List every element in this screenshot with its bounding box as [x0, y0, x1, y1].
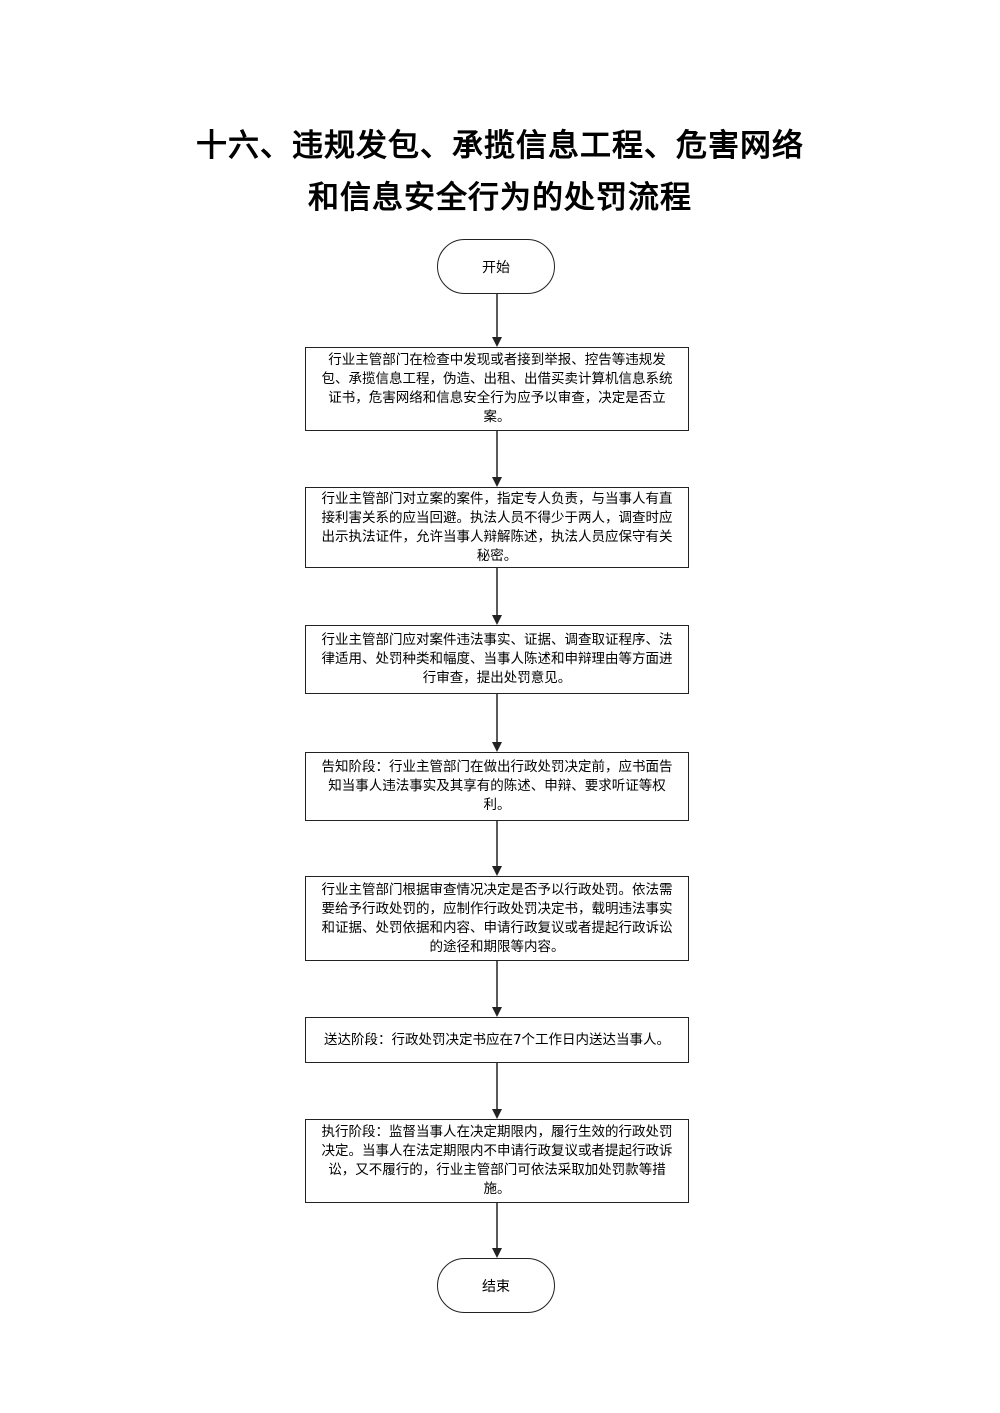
end-node: 结束 [437, 1258, 555, 1313]
process-step-3: 行业主管部门应对案件违法事实、证据、调查取证程序、法律适用、处罚种类和幅度、当事… [305, 625, 689, 694]
process-step-6: 送达阶段：行政处罚决定书应在7个工作日内送达当事人。 [305, 1017, 689, 1063]
page-title-line-2: 和信息安全行为的处罚流程 [308, 180, 692, 216]
process-step-7: 执行阶段：监督当事人在决定期限内，履行生效的行政处罚决定。当事人在法定期限内不申… [305, 1119, 689, 1203]
process-step-5: 行业主管部门根据审查情况决定是否予以行政处罚。依法需要给予行政处罚的，应制作行政… [305, 876, 689, 961]
process-step-5-text: 行业主管部门根据审查情况决定是否予以行政处罚。依法需要给予行政处罚的，应制作行政… [321, 881, 673, 955]
page-title-line-1: 十六、违规发包、承揽信息工程、危害网络 [196, 128, 804, 164]
process-step-2: 行业主管部门对立案的案件，指定专人负责，与当事人有直接利害关系的应当回避。执法人… [305, 487, 689, 568]
process-step-4-text: 告知阶段：行业主管部门在做出行政处罚决定前，应书面告知当事人违法事实及其享有的陈… [321, 759, 673, 813]
process-step-3-text: 行业主管部门应对案件违法事实、证据、调查取证程序、法律适用、处罚种类和幅度、当事… [321, 632, 673, 686]
process-step-1: 行业主管部门在检查中发现或者接到举报、控告等违规发包、承揽信息工程，伪造、出租、… [305, 347, 689, 431]
process-step-1-text: 行业主管部门在检查中发现或者接到举报、控告等违规发包、承揽信息工程，伪造、出租、… [321, 352, 673, 425]
process-step-7-text: 执行阶段：监督当事人在决定期限内，履行生效的行政处罚决定。当事人在法定期限内不申… [321, 1124, 673, 1197]
process-step-2-text: 行业主管部门对立案的案件，指定专人负责，与当事人有直接利害关系的应当回避。执法人… [321, 490, 673, 564]
process-step-4: 告知阶段：行业主管部门在做出行政处罚决定前，应书面告知当事人违法事实及其享有的陈… [305, 752, 689, 821]
process-step-6-text: 送达阶段：行政处罚决定书应在7个工作日内送达当事人。 [323, 1031, 671, 1048]
start-node: 开始 [437, 239, 555, 294]
